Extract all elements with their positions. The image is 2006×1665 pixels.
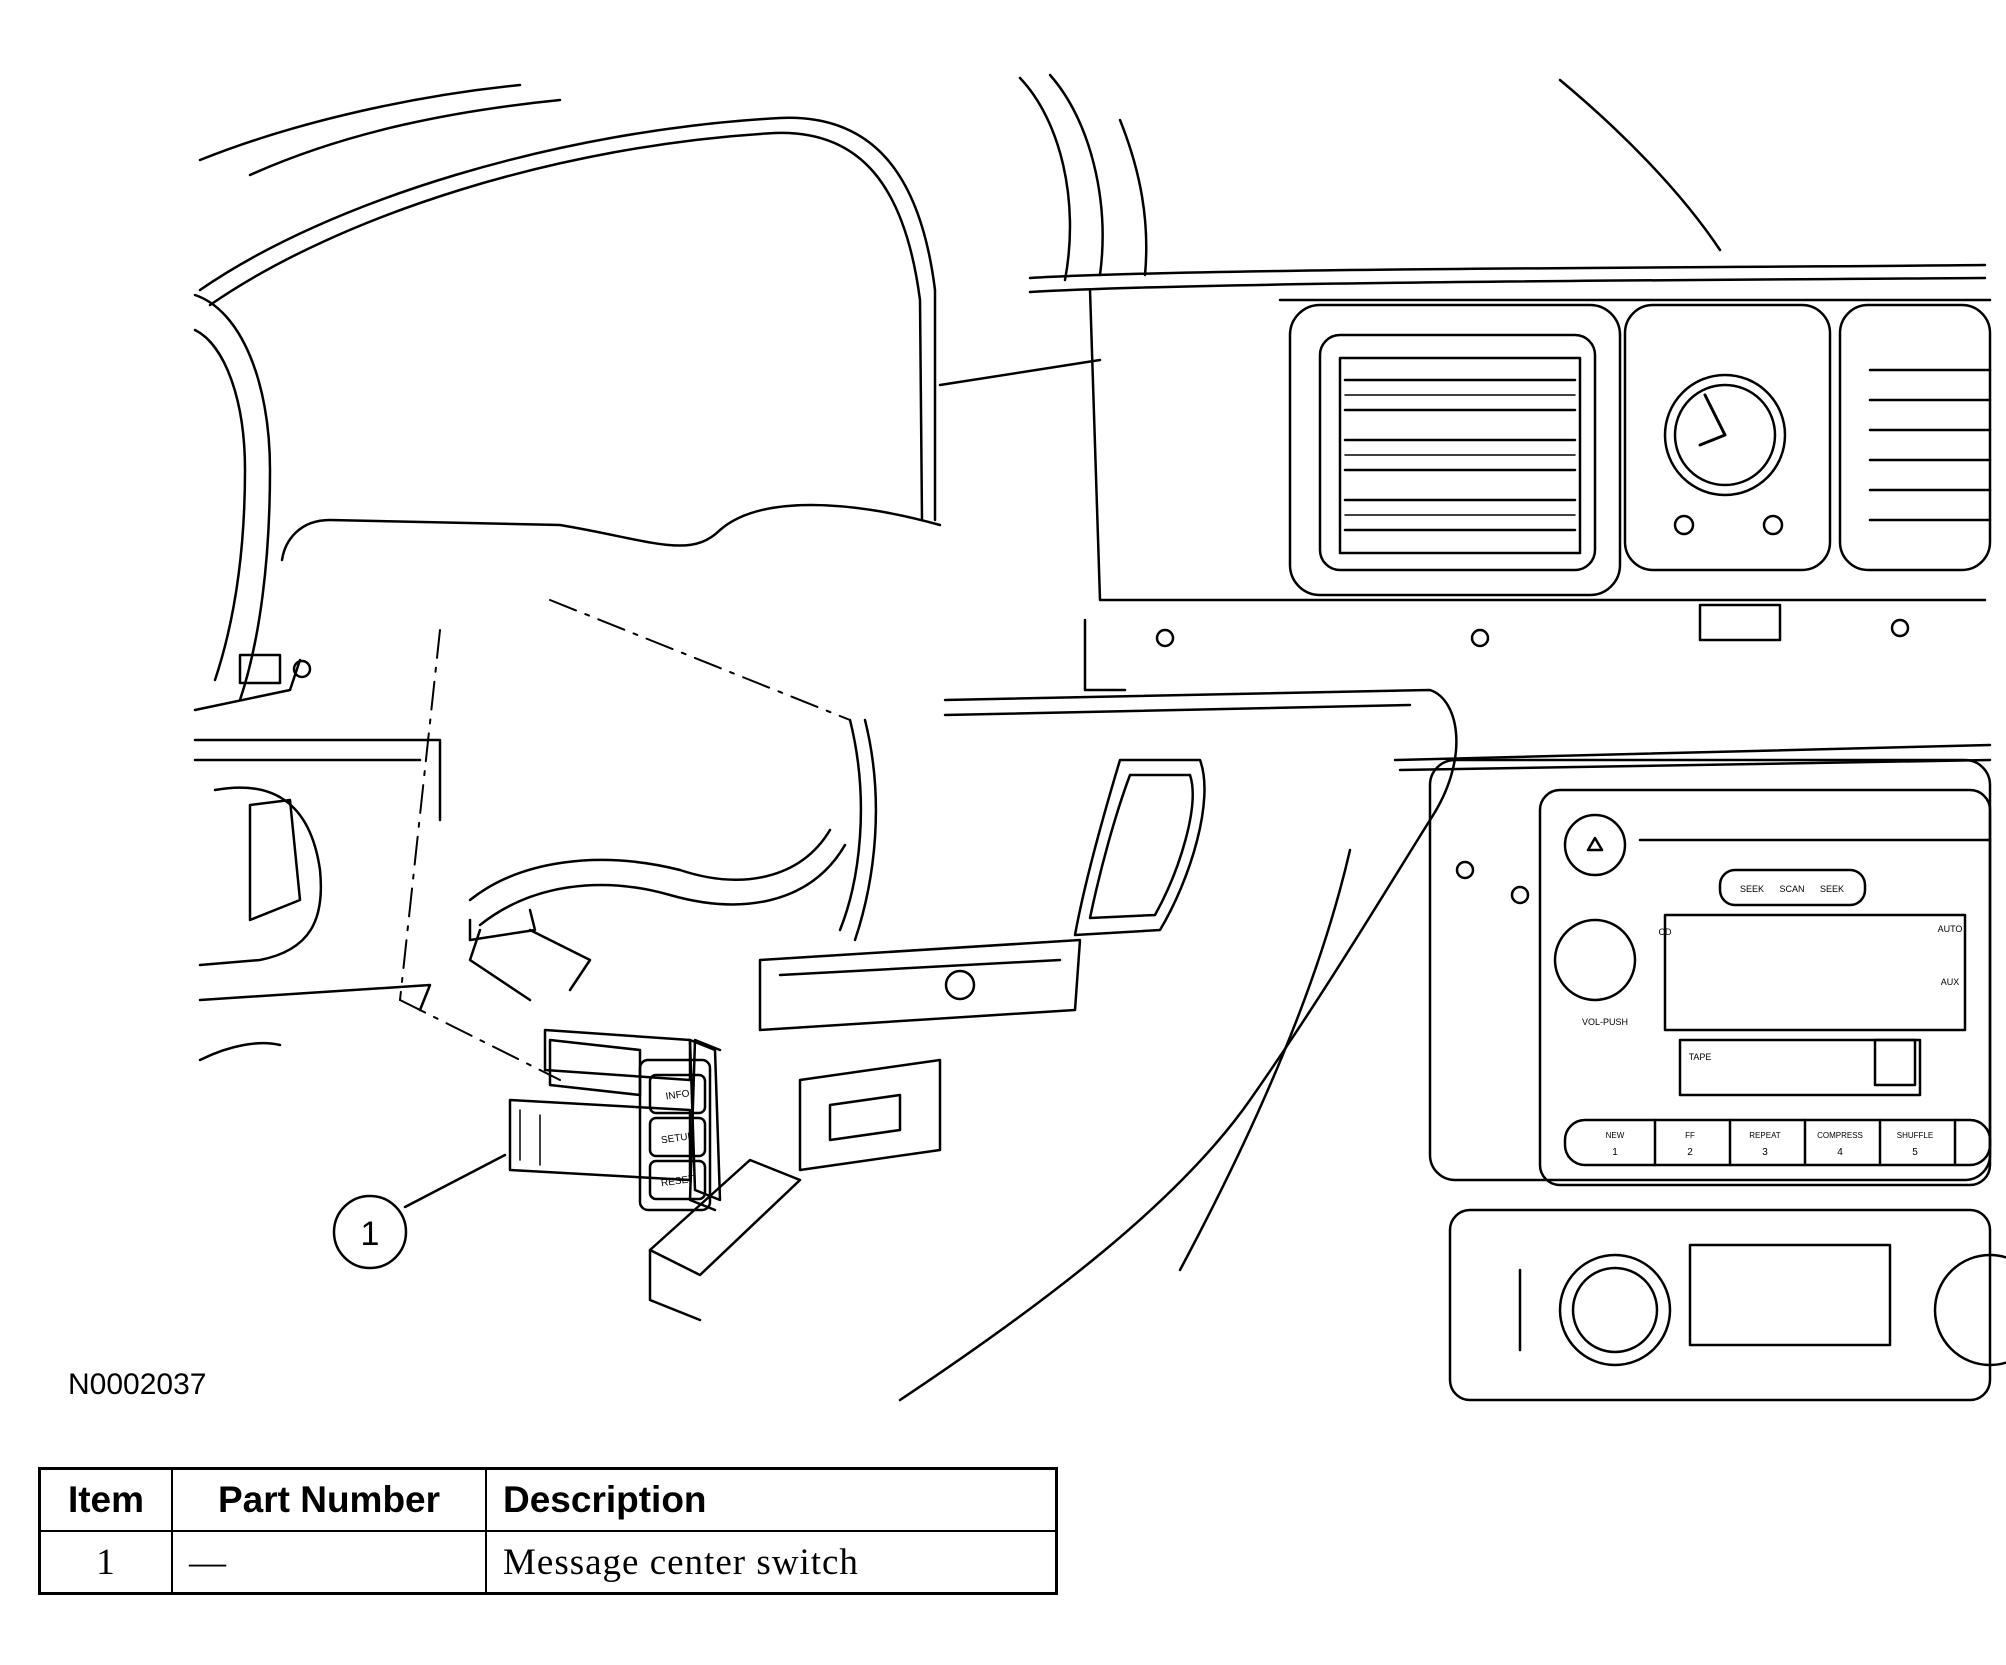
header-description: Description bbox=[485, 1467, 1058, 1532]
climate-control-unit bbox=[1448, 1208, 2006, 1402]
callout-1: 1 bbox=[332, 1153, 507, 1270]
preset-number-1: 1 bbox=[1612, 1147, 1618, 1158]
cell-item: 1 bbox=[38, 1530, 173, 1595]
radio-unit bbox=[1428, 758, 1992, 1187]
cell-description: Message center switch bbox=[485, 1530, 1058, 1595]
table-row: 1 — Message center switch bbox=[38, 1530, 1058, 1595]
preset-number-3: 3 bbox=[1762, 1147, 1768, 1158]
switch-button-label-1: INFO bbox=[665, 1088, 690, 1102]
radio-label-4: AUTO bbox=[1938, 924, 1963, 934]
radio-button-label-3: SEEK bbox=[1820, 884, 1844, 894]
radio-button-label-1: SEEK bbox=[1740, 884, 1764, 894]
switch-button-label-3: RESET bbox=[660, 1174, 695, 1190]
radio-button-label-2: SCAN bbox=[1779, 884, 1804, 894]
radio-label-2: TAPE bbox=[1689, 1052, 1712, 1062]
header-item: Item bbox=[38, 1467, 173, 1532]
callout-number: 1 bbox=[361, 1215, 380, 1253]
preset-label-4: COMPRESS bbox=[1817, 1131, 1863, 1140]
installation-leader-lines bbox=[399, 599, 851, 1081]
parts-table: Item Part Number Description 1 — Message… bbox=[38, 1467, 1058, 1595]
preset-label-2: FF bbox=[1685, 1131, 1695, 1140]
center-dash-panel bbox=[1083, 288, 1992, 692]
wiring-harness bbox=[468, 718, 878, 1002]
preset-number-4: 4 bbox=[1837, 1147, 1843, 1158]
radio-label-5: AUX bbox=[1941, 977, 1960, 987]
radio-label-1: VOL-PUSH bbox=[1582, 1017, 1628, 1027]
preset-label-3: REPEAT bbox=[1749, 1131, 1781, 1140]
table-header-row: Item Part Number Description bbox=[38, 1467, 1058, 1532]
preset-number-2: 2 bbox=[1687, 1147, 1693, 1158]
preset-label-5: SHUFFLE bbox=[1897, 1131, 1933, 1140]
message-center-switch bbox=[508, 1028, 722, 1212]
center-stack-trim bbox=[898, 688, 1992, 1402]
header-part-number: Part Number bbox=[171, 1467, 487, 1532]
figure-id: N0002037 bbox=[68, 1368, 207, 1401]
preset-label-1: NEW bbox=[1606, 1131, 1625, 1140]
knee-bolster-bracket bbox=[648, 938, 1082, 1322]
left-cluster-edge bbox=[193, 293, 442, 1062]
switch-button-label-2: SETUP bbox=[660, 1131, 695, 1147]
cell-part-number: — bbox=[171, 1530, 487, 1595]
preset-number-5: 5 bbox=[1912, 1147, 1918, 1158]
dashboard-illustration: 1 INFO SETUP RESET SEEK SCAN SEEK VOL-PUSH TAPE… bbox=[193, 73, 2006, 1402]
instrument-cluster-hood bbox=[198, 73, 1987, 562]
radio-label-3: CD bbox=[1659, 927, 1672, 937]
